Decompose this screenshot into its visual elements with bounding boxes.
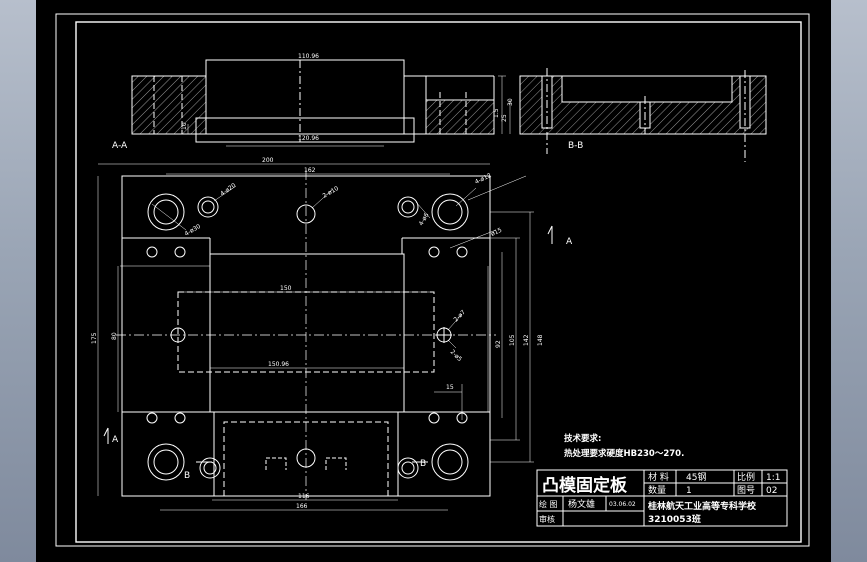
qty-value: 1	[686, 486, 692, 496]
dim-hole-d6: 4-ø6	[418, 212, 431, 227]
dim-inner-width2: 150.96	[268, 361, 289, 368]
material-value: 45钢	[686, 471, 706, 483]
drawing-no-label: 图号	[737, 485, 755, 496]
section-mark-b-right: B	[420, 459, 426, 469]
dim-bottom-166: 166	[296, 503, 308, 510]
outer-border	[55, 13, 810, 547]
inner-border	[75, 21, 802, 543]
dim-center-hole: 2-ø10	[322, 185, 341, 200]
drawn-label: 绘 图	[539, 499, 558, 509]
plan-view	[97, 163, 553, 511]
dim-bottom-116: 116	[298, 493, 310, 500]
dim-v2: 1.5	[493, 108, 500, 118]
dim-h92: 92	[495, 340, 502, 348]
dim-h142: 142	[523, 334, 530, 346]
scale-label: 比例	[737, 471, 755, 483]
class-name: 3210053班	[648, 513, 701, 525]
title-block	[536, 469, 788, 527]
drawn-name: 杨文雄	[568, 498, 595, 510]
dim-v3: 30	[507, 98, 514, 106]
tech-notes-line1: 热处理要求硬度HB230～270.	[564, 448, 684, 459]
drawing-sheet: 110.96 120.96 10 1.5 30 25 A-A B-B 200 1…	[36, 0, 831, 562]
label-a-a: A-A	[112, 141, 128, 151]
dim-h105: 105	[509, 334, 516, 346]
dim-left-height: 80	[111, 332, 118, 340]
dim-small-hole2: 2-ø5	[449, 348, 464, 363]
section-b-b	[519, 68, 767, 162]
label-b-b: B-B	[568, 141, 583, 151]
dim-hole-d15: ø15	[490, 227, 503, 238]
material-label: 材 料	[648, 471, 669, 483]
dim-v4: 25	[501, 114, 508, 122]
dim-inner-width: 150	[280, 285, 292, 292]
dim-top-width: 110.96	[298, 53, 319, 60]
dim-hole-spacing: 162	[304, 167, 316, 174]
section-mark-a-left: A	[112, 435, 119, 445]
dim-h148: 148	[537, 334, 544, 346]
dim-overall-height: 175	[91, 332, 98, 344]
dim-bottom-width: 120.96	[298, 135, 319, 142]
section-mark-b-left: B	[184, 471, 190, 481]
dim-15: 15	[446, 384, 454, 391]
cad-drawing: 110.96 120.96 10 1.5 30 25 A-A B-B 200 1…	[55, 13, 810, 547]
part-name: 凸模固定板	[542, 475, 628, 496]
drawn-date: 03.06.02	[609, 501, 636, 508]
dim-hole-d30: 4-ø30	[184, 223, 203, 238]
dim-v1: 10	[181, 122, 188, 130]
scale-value: 1:1	[766, 473, 780, 483]
dim-overall-width: 200	[262, 157, 274, 164]
dim-small-hole: 2-ø7	[452, 309, 467, 324]
tech-notes-heading: 技术要求:	[564, 433, 601, 444]
qty-label: 数量	[648, 484, 666, 496]
dim-hole-d20: 4-ø20	[219, 182, 237, 198]
school-name: 桂林航天工业高等专科学校	[647, 500, 757, 512]
section-a-a	[131, 59, 511, 147]
check-label: 审核	[539, 514, 555, 524]
section-mark-a-right: A	[566, 237, 573, 247]
drawing-no-value: 02	[766, 486, 777, 496]
